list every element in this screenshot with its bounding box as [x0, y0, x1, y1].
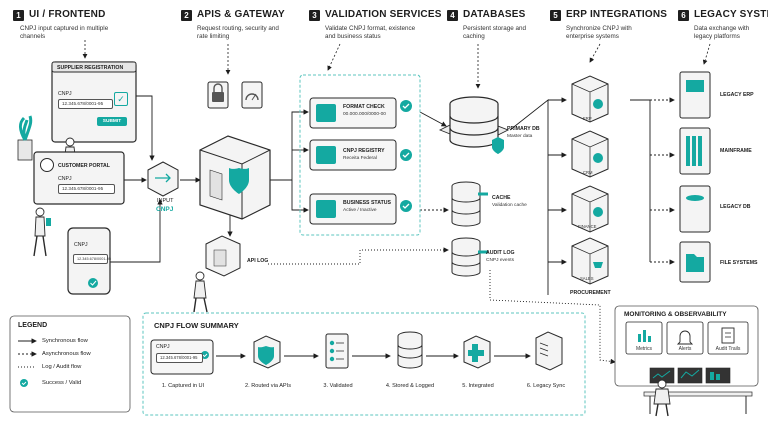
- section-title: DATABASES: [463, 9, 526, 20]
- summary-step-6: 6. Legacy Sync: [526, 383, 566, 389]
- business-status-title: BUSINESS STATUS: [343, 200, 391, 206]
- supplier-cnpj-input[interactable]: 12.345.678/0001-95: [58, 99, 113, 109]
- summary-title: CNPJ FLOW SUMMARY: [154, 321, 239, 330]
- summary-step-3: 3. Validated: [323, 383, 353, 389]
- api-log-label: API LOG: [247, 258, 269, 264]
- supplier-valid-check-icon: ✓: [114, 92, 128, 106]
- summary-cnpj-value: 12.345.678/0001-95: [156, 353, 203, 363]
- section-number: 4: [447, 10, 458, 21]
- cache-sub: Validation cache: [492, 203, 527, 208]
- section-desc: Persistent storage and caching: [463, 25, 527, 40]
- format-check-sub: 00.000.000/0000-00: [343, 112, 386, 117]
- procurement-label: PROCUREMENT: [570, 290, 611, 296]
- supplier-form-title: SUPPLIER REGISTRATION: [57, 65, 124, 71]
- primary-db-title: PRIMARY DB: [507, 126, 540, 132]
- summary-cnpj-label: CNPJ: [156, 344, 170, 350]
- erp-label: ERP: [583, 116, 592, 121]
- monitoring-title: MONITORING & OBSERVABILITY: [624, 311, 727, 318]
- section-desc: Request routing, security and rate limit…: [197, 25, 279, 40]
- summary-step-1: 1. Captured in UI: [161, 383, 205, 389]
- legend-title: LEGEND: [18, 322, 48, 329]
- format-check-title: FORMAT CHECK: [343, 104, 385, 110]
- portal-avatar: [40, 158, 54, 172]
- summary-step-4: 4. Stored & Logged: [385, 383, 435, 389]
- audit-log-sub: CNPJ events: [486, 258, 514, 263]
- mobile-cnpj-input[interactable]: 12.345.678/0001-95: [73, 254, 111, 264]
- metrics-label: Metrics: [635, 346, 653, 352]
- mobile-field-label: CNPJ: [74, 242, 88, 248]
- portal-cnpj-input[interactable]: 12.345.678/0001-95: [58, 184, 115, 194]
- portal-field-label: CNPJ: [58, 176, 72, 182]
- cnpj-registry-sub: Receita Federal: [343, 156, 377, 161]
- legend-sync: Synchronous flow: [42, 338, 88, 344]
- section-number: 6: [678, 10, 689, 21]
- input-label: INPUT: [157, 198, 174, 204]
- mainframe-label: MAINFRAME: [720, 148, 752, 154]
- section-desc: Data exchange with legacy platforms: [694, 25, 750, 40]
- section-desc: CNPJ input captured in multiple channels: [20, 25, 109, 40]
- legacy-erp-label: LEGACY ERP: [720, 92, 754, 98]
- section-number: 3: [309, 10, 320, 21]
- legend-log: Log / Audit flow: [42, 364, 82, 370]
- audit-log-title: AUDIT LOG: [486, 250, 515, 256]
- section-number: 1: [13, 10, 24, 21]
- cnpj-registry-title: CNPJ REGISTRY: [343, 148, 385, 154]
- legacy-db-label: LEGACY DB: [720, 204, 751, 210]
- summary-step-5: 5. Integrated: [462, 383, 494, 389]
- section-title: ERP INTEGRATIONS: [566, 9, 668, 20]
- supplier-field-label: CNPJ: [58, 91, 72, 97]
- legend-success: Success / Valid: [42, 380, 82, 386]
- summary-step-2: 2. Routed via APIs: [244, 383, 292, 389]
- business-status-sub: Active / Inactive: [343, 208, 377, 213]
- crm-label: CRM: [583, 170, 593, 175]
- audit-trails-label: Audit Trails: [715, 346, 741, 352]
- section-desc: Synchronize CNPJ with enterprise systems: [566, 25, 632, 40]
- section-title: LEGACY SYSTEMS: [694, 9, 768, 20]
- cache-title: CACHE: [492, 195, 511, 201]
- file-systems-label: FILE SYSTEMS: [720, 260, 758, 266]
- input-cnpj-label: CNPJ: [156, 206, 174, 213]
- section-desc: Validate CNPJ format, existence and busi…: [325, 25, 416, 40]
- section-title: VALIDATION SERVICES: [325, 9, 442, 20]
- section-number: 5: [550, 10, 561, 21]
- primary-db-sub: Master data: [507, 134, 533, 139]
- section-number: 2: [181, 10, 192, 21]
- alerts-label: Alerts: [678, 346, 692, 352]
- finance-label: FINANCE: [578, 224, 597, 229]
- legend-async: Asynchronous flow: [42, 351, 91, 357]
- section-title: UI / FRONTEND: [29, 9, 106, 20]
- sales-label: SALES: [580, 276, 594, 281]
- supplier-submit-button[interactable]: SUBMIT: [97, 117, 127, 126]
- portal-form-title: CUSTOMER PORTAL: [58, 163, 110, 169]
- section-title: APIS & GATEWAY: [197, 9, 285, 20]
